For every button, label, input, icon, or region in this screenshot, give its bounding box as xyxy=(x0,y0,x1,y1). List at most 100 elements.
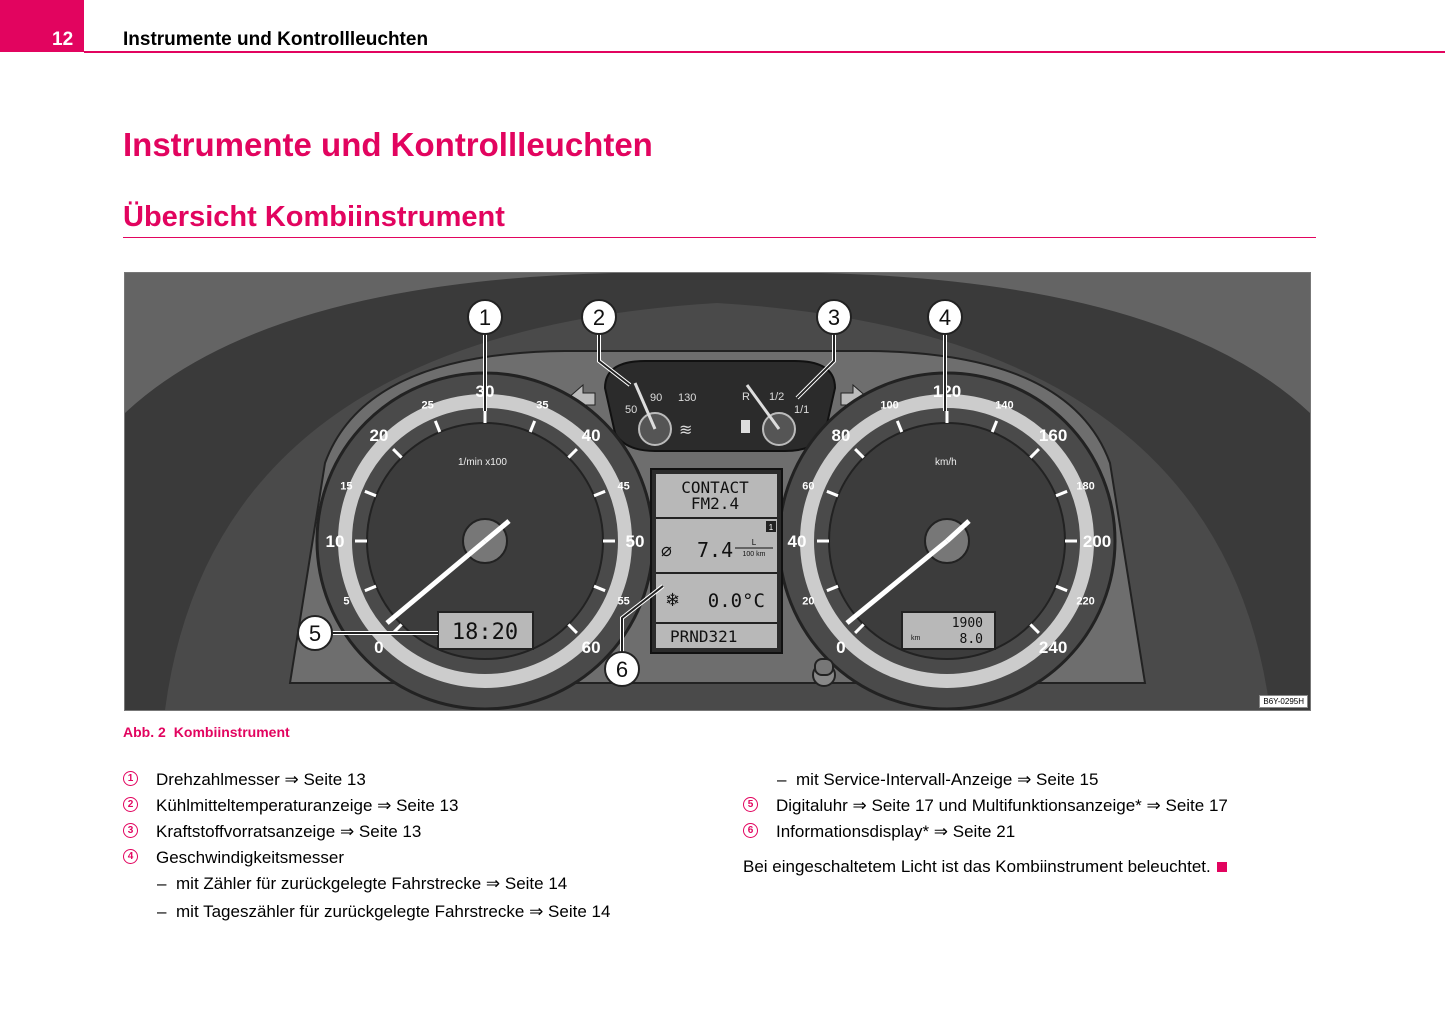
speed-tick-label: 80 xyxy=(831,426,850,445)
speed-tick-mark xyxy=(854,623,865,634)
rpm-tick-label: 50 xyxy=(626,532,645,551)
snowflake-icon: ❄ xyxy=(665,590,680,610)
item-number: 6 xyxy=(743,823,758,838)
callout-circle xyxy=(581,299,617,335)
rpm-tick-label: 10 xyxy=(326,532,345,551)
rpm-tick-mark xyxy=(528,420,537,433)
speed-tick-label: 40 xyxy=(788,532,807,551)
item-number: 3 xyxy=(123,823,138,838)
display-unit-bottom: 100 km xyxy=(743,551,766,558)
figure-code: B6Y-0295H xyxy=(1259,695,1308,708)
fuel-tick-full: 1/1 xyxy=(794,404,809,416)
rpm-unit-label: 1/min x100 xyxy=(458,457,507,468)
digital-clock: 18:20 xyxy=(452,620,518,645)
rpm-tick-label: 0 xyxy=(374,638,383,657)
fuel-pump-icon xyxy=(741,420,750,433)
callout-number: 4 xyxy=(939,305,951,330)
sub-item-text: mit Tageszähler für zurückgelegte Fahrst… xyxy=(176,902,611,921)
rpm-tick-label: 20 xyxy=(369,426,388,445)
rpm-tick-mark xyxy=(364,584,377,593)
speed-tick-label: 140 xyxy=(995,399,1013,411)
list-item: 2 Kühlmitteltemperaturanzeige ⇒ Seite 13 xyxy=(123,793,610,819)
rpm-tick-mark xyxy=(433,420,442,433)
fuel-tick-r: R xyxy=(742,391,750,403)
item-number: 4 xyxy=(123,849,138,864)
display-station: FM2.4 xyxy=(691,494,739,513)
page-title: Instrumente und Kontrollleuchten xyxy=(123,126,653,163)
list-item: 6 Informationsdisplay* ⇒ Seite 21 xyxy=(743,819,1228,845)
end-of-section-marker xyxy=(1216,862,1227,872)
rpm-tick-label: 5 xyxy=(343,595,349,607)
sub-item-text: mit Service-Intervall-Anzeige ⇒ Seite 15 xyxy=(796,770,1099,789)
display-consumption: 7.4 xyxy=(697,538,733,562)
rpm-tick-mark xyxy=(593,489,606,498)
item-text: Geschwindigkeitsmesser xyxy=(156,848,345,867)
item-text: Kühlmitteltemperaturanzeige ⇒ Seite 13 xyxy=(156,796,459,815)
rpm-tick-mark xyxy=(567,623,578,634)
rpm-tick-label: 25 xyxy=(421,399,433,411)
display-contact: CONTACT xyxy=(681,478,749,497)
item-number: 1 xyxy=(123,771,138,786)
information-display: CONTACT FM2.4 1 ⌀ 7.4 L 100 km ❄ 0.0°C P… xyxy=(650,468,783,654)
temp-tick-130: 130 xyxy=(678,392,696,404)
item-text: Digitaluhr ⇒ Seite 17 und Multifunktions… xyxy=(776,796,1228,815)
speed-tick-label: 20 xyxy=(802,595,814,607)
rpm-tick-mark xyxy=(364,489,377,498)
average-icon: ⌀ xyxy=(661,540,672,560)
speed-tick-label: 220 xyxy=(1076,595,1094,607)
page-number: 12 xyxy=(0,0,84,52)
odometer-unit: km xyxy=(911,635,921,642)
display-unit-top: L xyxy=(752,538,757,547)
speed-tick-mark xyxy=(826,489,839,498)
speed-unit-label: km/h xyxy=(935,457,957,468)
callout-circle xyxy=(927,299,963,335)
sub-item-text: mit Zähler für zurückgelegte Fahrstrecke… xyxy=(176,874,568,893)
speed-tick-label: 180 xyxy=(1076,481,1094,493)
note-text: Bei eingeschaltetem Licht ist das Kombii… xyxy=(743,857,1211,876)
speed-tick-mark xyxy=(1055,584,1068,593)
temp-tick-50: 50 xyxy=(625,404,637,416)
item-text: Informationsdisplay* ⇒ Seite 21 xyxy=(776,822,1016,841)
temp-tick-90: 90 xyxy=(650,392,662,404)
rpm-tick-label: 45 xyxy=(617,481,629,493)
caption-label: Abb. 2 xyxy=(123,724,166,740)
callout-circle xyxy=(604,651,640,687)
rpm-tick-label: 35 xyxy=(536,399,548,411)
list-item: 4 Geschwindigkeitsmesser xyxy=(123,845,610,871)
display-gear: PRND321 xyxy=(670,627,737,646)
item-number: 2 xyxy=(123,797,138,812)
callout-number: 5 xyxy=(309,621,321,646)
speed-tick-label: 100 xyxy=(880,399,898,411)
rpm-tick-mark xyxy=(593,584,606,593)
speed-tick-label: 200 xyxy=(1083,532,1111,551)
display-mode: 1 xyxy=(769,523,774,532)
sub-item: –mit Service-Intervall-Anzeige ⇒ Seite 1… xyxy=(777,770,1099,789)
rpm-tick-label: 60 xyxy=(582,638,601,657)
speed-tick-label: 240 xyxy=(1039,638,1067,657)
rpm-tick-label: 15 xyxy=(340,481,352,493)
odometer-trip: 8.0 xyxy=(960,632,983,647)
callout-circle xyxy=(297,615,333,651)
rpm-tick-label: 55 xyxy=(617,595,629,607)
speed-tick-mark xyxy=(854,448,865,459)
speed-tick-mark xyxy=(1029,448,1040,459)
speed-tick-mark xyxy=(990,420,999,433)
callout-number: 6 xyxy=(616,657,628,682)
odometer-total: 1900 xyxy=(952,616,983,631)
speed-tick-mark xyxy=(1029,623,1040,634)
legend-list-right: –mit Service-Intervall-Anzeige ⇒ Seite 1… xyxy=(743,767,1228,845)
fuel-tick-half: 1/2 xyxy=(769,391,784,403)
lighting-note: Bei eingeschaltetem Licht ist das Kombii… xyxy=(743,855,1227,879)
speed-tick-label: 160 xyxy=(1039,426,1067,445)
speed-tick-mark xyxy=(826,584,839,593)
header-rule xyxy=(84,51,1445,53)
callout-number: 3 xyxy=(828,305,840,330)
callout-number: 2 xyxy=(593,305,605,330)
speed-tick-label: 0 xyxy=(836,638,845,657)
